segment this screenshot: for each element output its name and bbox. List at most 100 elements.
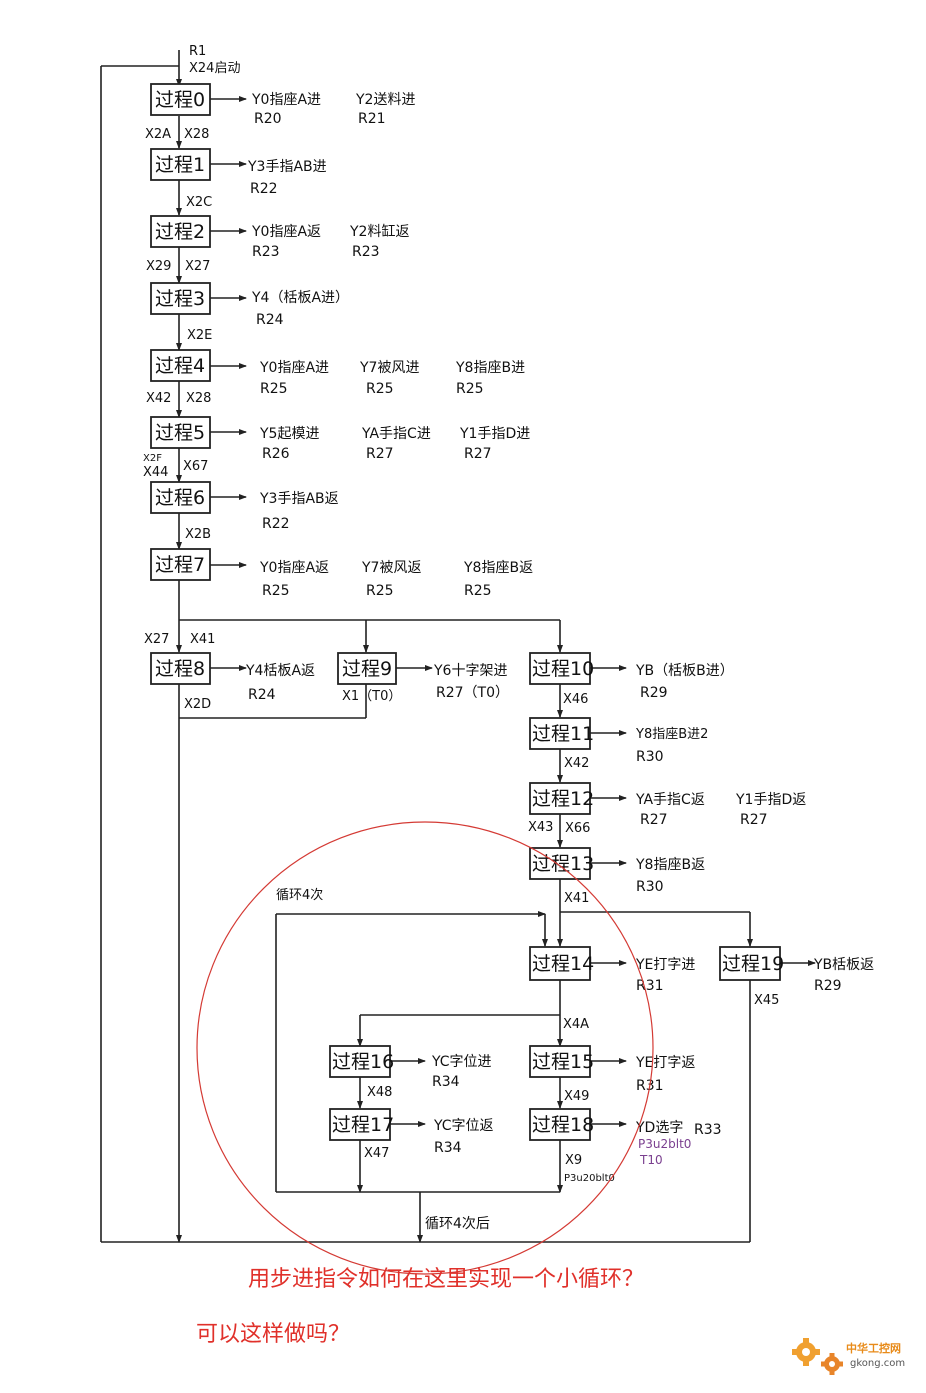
step-4: 过程4 [150, 349, 211, 382]
step-label: 过程7 [155, 554, 205, 576]
gear-icon [821, 1353, 843, 1375]
step-19: 过程19 [719, 946, 784, 981]
relay-label: R26 [262, 446, 290, 462]
relay-label: R24 [248, 687, 276, 703]
output-label: Y8指座B进2 [635, 727, 708, 742]
step-16: 过程16 [329, 1045, 394, 1078]
output-label: YC字位进 [431, 1054, 492, 1070]
step-label: 过程15 [532, 1051, 594, 1073]
condition-label: P3u20blt0 [564, 1173, 615, 1184]
relay-label: R23 [352, 244, 380, 260]
relay-label: R33 [694, 1122, 722, 1138]
relay-label: R25 [366, 583, 394, 599]
condition-label: X1（T0） [342, 689, 401, 704]
relay-label: R24 [256, 312, 284, 328]
output-arrows [210, 96, 816, 1127]
highlight-circle [196, 821, 654, 1275]
condition-label: X4A [563, 1017, 589, 1032]
step-15: 过程15 [529, 1045, 594, 1078]
relay-label: R29 [640, 685, 668, 701]
output-label: Y4栝板A返 [245, 663, 315, 679]
output-label: Y8指座B返 [463, 560, 533, 576]
relay-label: R25 [366, 381, 394, 397]
relay-label: R30 [636, 749, 664, 765]
relay-label: R20 [254, 111, 282, 127]
output-label: Y6十字架进 [433, 663, 507, 679]
output-label: Y0指座A进 [251, 92, 321, 108]
condition-label: X67 [183, 459, 208, 474]
step-label: 过程19 [722, 953, 784, 975]
watermark-brand: 中华工控网 [846, 1341, 901, 1355]
step-label: 过程1 [155, 154, 205, 176]
step-7: 过程7 [150, 548, 211, 581]
step-label: 过程12 [532, 788, 594, 810]
condition-label: X28 [184, 127, 209, 142]
step-3: 过程3 [150, 282, 211, 315]
condition-label: X2A [145, 127, 171, 142]
relay-label: R25 [262, 583, 290, 599]
condition-label: X27 [144, 632, 169, 647]
output-label: YE打字返 [635, 1054, 695, 1071]
start-label: R1 [189, 44, 206, 59]
step-8: 过程8 [150, 652, 211, 685]
relay-label: R22 [262, 516, 290, 532]
gear-icon [792, 1338, 820, 1366]
step-9: 过程9 [337, 652, 397, 685]
step-11: 过程11 [529, 717, 594, 750]
condition-label: X48 [367, 1085, 392, 1100]
step-label: 过程13 [532, 853, 594, 875]
step-6: 过程6 [150, 481, 211, 514]
step-label: 过程8 [155, 658, 205, 680]
relay-label: R25 [260, 381, 288, 397]
output-label: Y0指座A返 [251, 224, 321, 240]
step-1: 过程1 [150, 148, 211, 181]
output-label: Y3手指AB进 [247, 159, 327, 175]
question-line-1: 用步进指令如何在这里实现一个小循环？ [248, 1267, 644, 1292]
annotation-label: P3u2blt0 [638, 1137, 691, 1151]
output-label: Y3手指AB返 [259, 491, 339, 507]
relay-label: R21 [358, 111, 386, 127]
step-label: 过程10 [532, 658, 594, 680]
condition-label: X41 [190, 632, 215, 647]
condition-label: X2C [186, 195, 212, 210]
output-label: Y1手指D返 [735, 792, 806, 808]
condition-label: X43 [528, 820, 553, 835]
output-label: YA手指C返 [635, 792, 705, 808]
relay-label: R27 [640, 812, 668, 828]
output-label: Y2送料进 [355, 92, 415, 108]
output-label: Y0指座A返 [259, 560, 329, 576]
loop-label: 循环4次 [276, 887, 323, 903]
step-0: 过程0 [150, 83, 211, 116]
relay-label: R27 [366, 446, 394, 462]
step-label: 过程6 [155, 487, 205, 509]
question-line-2: 可以这样做吗？ [196, 1322, 350, 1347]
condition-label: X29 [146, 259, 171, 274]
step-5: 过程5 [150, 416, 211, 449]
condition-label: X49 [564, 1089, 589, 1104]
connection-lines [100, 50, 753, 1243]
step-label: 过程18 [532, 1114, 594, 1136]
step-label: 过程14 [532, 953, 594, 975]
step-12: 过程12 [529, 782, 594, 815]
output-label: Y7被风返 [361, 560, 421, 576]
output-label: YE打字进 [635, 956, 695, 973]
relay-label: R27 [464, 446, 492, 462]
step-label: 过程9 [342, 658, 392, 680]
output-label: YD选字 [635, 1120, 683, 1136]
condition-label: X45 [754, 993, 779, 1008]
output-label: Y7被风进 [359, 360, 419, 376]
output-label: YB栝板返 [813, 957, 874, 973]
condition-label: X2F [143, 453, 162, 464]
output-label: Y4（栝板A进） [251, 290, 349, 306]
output-label: YA手指C进 [361, 426, 431, 442]
step-label: 过程16 [332, 1051, 394, 1073]
relay-label: R30 [636, 879, 664, 895]
output-label: YB（栝板B进） [635, 663, 734, 679]
step-18: 过程18 [529, 1108, 594, 1141]
condition-label: X66 [565, 821, 590, 836]
step-label: 过程5 [155, 422, 205, 444]
condition-label: X42 [564, 756, 589, 771]
watermark-site: gkong.com [850, 1358, 905, 1369]
conditions: X2A X28 X2C X29 X27 X2E X42 X28 X2F X44 … [143, 127, 779, 1184]
